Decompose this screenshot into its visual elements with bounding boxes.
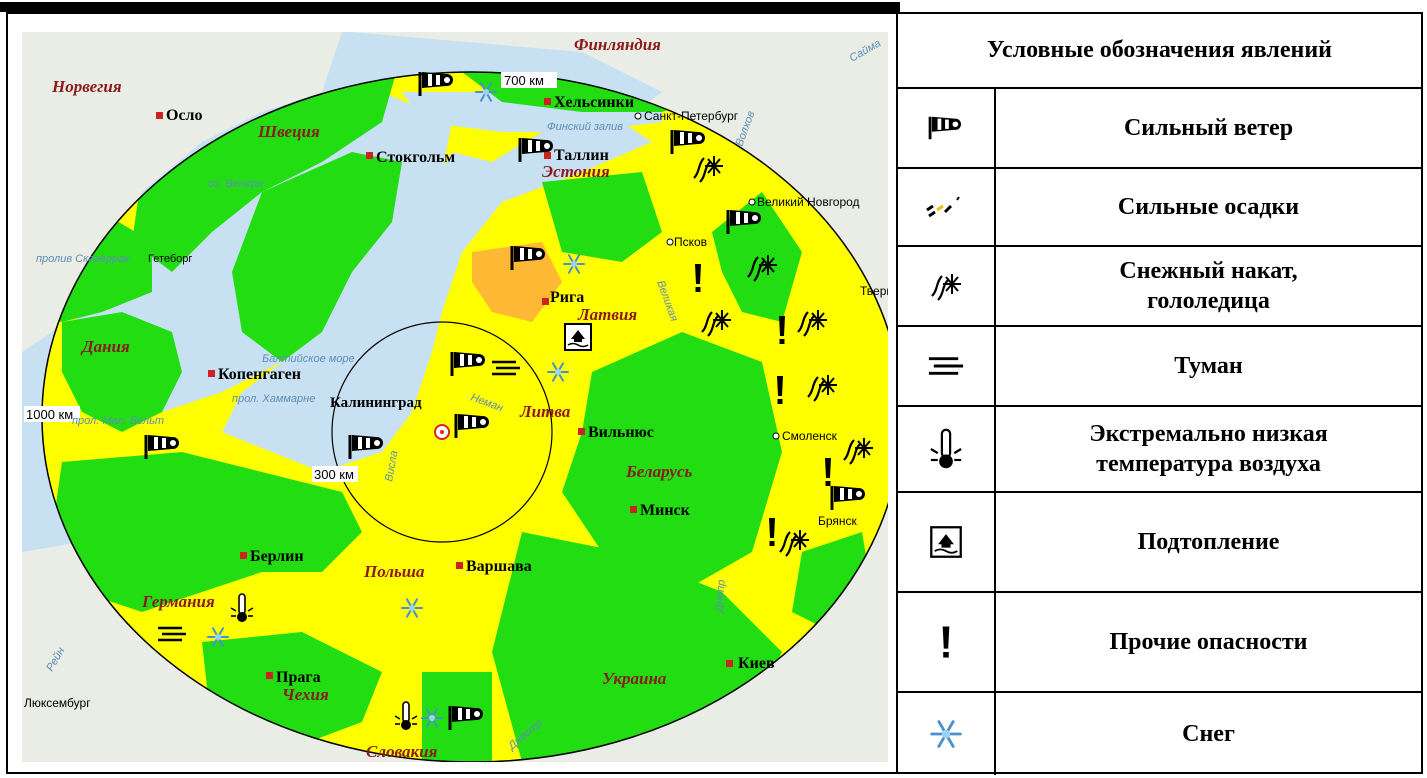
legend-label: Прочие опасности	[1109, 629, 1308, 655]
city-prague: Прага	[276, 669, 321, 686]
legend-label: Туман	[1174, 353, 1243, 379]
legend-row-strong-wind: Сильный ветер	[898, 89, 1421, 169]
city-novgorod: Великий Новгород	[757, 195, 860, 209]
green-belarus	[562, 332, 782, 592]
country-latvia: Латвия	[577, 305, 637, 324]
city-riga: Рига	[550, 289, 584, 306]
city-gothenburg: Гетеборг	[148, 253, 192, 265]
hazard-icon-smolensk	[777, 376, 783, 404]
hazard-icon-bryansk-s	[769, 518, 775, 546]
city-warsaw: Варшава	[466, 558, 532, 575]
ring-300km	[331, 321, 553, 543]
country-denmark: Дания	[80, 337, 130, 356]
city-kiev: Киев	[738, 655, 775, 672]
city-spb: Санкт-Петербург	[644, 109, 739, 123]
green-estonia	[542, 172, 662, 262]
water-vistula: Висла	[383, 450, 400, 483]
country-poland: Польша	[363, 562, 425, 581]
city-tver: Тверь	[860, 284, 888, 298]
city-helsinki: Хельсинки	[554, 94, 634, 111]
water-skagerrak: пролив Скагеррак	[36, 253, 130, 265]
baltic-sea	[222, 122, 652, 472]
legend-label: Снежный накат, гололедица	[1119, 258, 1298, 314]
snow-icon	[898, 693, 996, 775]
hazard-icon-pskov	[695, 264, 701, 292]
country-norway: Норвегия	[51, 77, 122, 96]
legend-table: Условные обозначения явлений Сильный вет…	[898, 12, 1423, 775]
hazard-icon-tver	[779, 316, 785, 344]
green-denmark	[62, 312, 182, 432]
city-minsk: Минск	[640, 502, 691, 519]
hazard-map-panel: 700 км 1000 км 300 км Норвегия Финляндия…	[6, 12, 898, 774]
legend-label: Сильный ветер	[1123, 115, 1294, 141]
legend-row-snow: Снег	[898, 693, 1421, 775]
other-hazards-icon	[898, 593, 996, 691]
country-estonia: Эстония	[542, 162, 610, 181]
hazard-map: 700 км 1000 км 300 км Норвегия Финляндия…	[22, 32, 888, 762]
water-dnieper: Днепр	[713, 579, 728, 614]
top-title-strip	[0, 2, 900, 12]
legend-label: Подтопление	[1137, 529, 1280, 555]
ring-zone	[42, 72, 888, 762]
ring-300km-label: 300 км	[314, 467, 354, 482]
city-copenhagen: Копенгаген	[218, 366, 301, 383]
capital-markers	[156, 98, 733, 679]
city-smolensk: Смоленск	[782, 429, 838, 443]
city-bryansk: Брянск	[818, 514, 858, 528]
legend-row-low-temperature: Экстремально низкая температура воздуха	[898, 407, 1421, 493]
flood-icon-latvia	[564, 323, 592, 351]
country-ukraine: Украина	[602, 669, 667, 688]
ring-1000km-label: 1000 км	[26, 407, 73, 422]
country-belarus: Беларусь	[625, 462, 693, 481]
legend-row-heavy-precipitation: Сильные осадки	[898, 169, 1421, 247]
fog-icon	[898, 327, 996, 405]
legend-title: Условные обозначения явлений	[898, 14, 1421, 89]
legend-row-flooding: Подтопление	[898, 493, 1421, 593]
legend-row-other-hazards: Прочие опасности	[898, 593, 1421, 693]
water-venern: оз. Венерн	[208, 178, 263, 190]
water-belt: прол. Мал. Бельт	[72, 415, 164, 427]
low-temperature-icon	[898, 407, 996, 491]
country-slovakia: Словакия	[366, 742, 438, 761]
legend-row-fog: Туман	[898, 327, 1421, 407]
snow-ice-icon	[898, 247, 996, 325]
city-kaliningrad: Калининград	[330, 395, 422, 411]
ring-700km-label: 700 км	[504, 73, 544, 88]
country-finland: Финляндия	[574, 35, 661, 54]
water-gulf-finland: Финский залив	[547, 121, 623, 133]
legend-label: Экстремально низкая температура воздуха	[1089, 421, 1328, 477]
country-lithuania: Литва	[519, 402, 571, 421]
water-baltic: Балтийское море	[262, 353, 355, 365]
water-hammarne: прол. Хаммарне	[232, 393, 315, 405]
city-berlin: Берлин	[250, 548, 304, 565]
legend-label: Снег	[1182, 721, 1235, 747]
country-czech: Чехия	[282, 685, 329, 704]
city-vilnius: Вильнюс	[588, 424, 654, 441]
legend-row-snow-ice: Снежный накат, гололедица	[898, 247, 1421, 327]
green-sweden-south	[232, 152, 402, 362]
orange-latvia-zone	[472, 242, 562, 322]
city-pskov: Псков	[674, 235, 707, 249]
green-germany-north	[52, 452, 362, 612]
heavy-precipitation-icon	[898, 169, 996, 245]
strong-wind-icon	[898, 89, 996, 167]
country-sweden: Швеция	[257, 122, 320, 141]
city-stockholm: Стокгольм	[376, 149, 455, 166]
country-germany: Германия	[141, 592, 215, 611]
hazard-icon-bryansk	[825, 458, 831, 486]
city-luxembourg: Люксембург	[24, 696, 91, 710]
legend-label: Сильные осадки	[1117, 194, 1300, 220]
flooding-icon	[898, 493, 996, 591]
city-tallinn: Таллин	[554, 147, 609, 164]
city-oslo: Осло	[166, 107, 203, 124]
